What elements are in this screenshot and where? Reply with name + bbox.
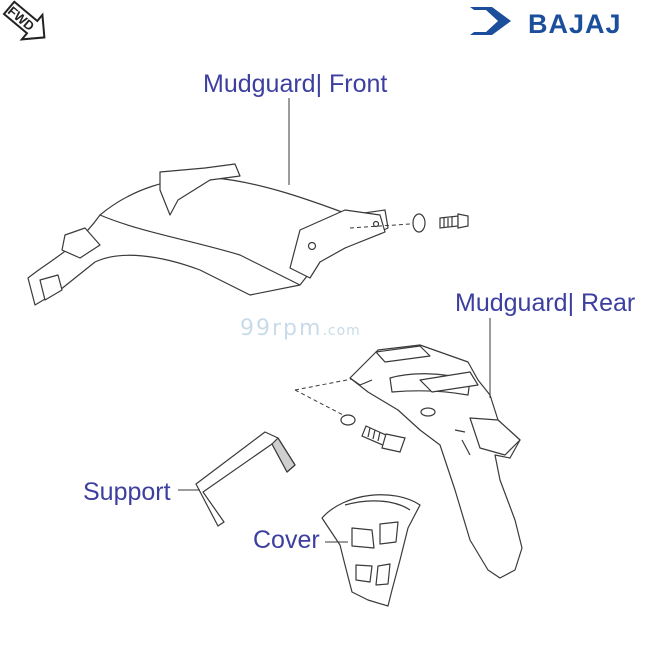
support-part <box>195 431 296 527</box>
brand-name: BAJAJ <box>528 9 622 39</box>
front-fastener-axis <box>349 223 411 229</box>
watermark: 99rpm.com <box>240 316 361 341</box>
forward-arrow-icon: FWD <box>2 0 46 41</box>
cover-label: Cover <box>253 526 320 554</box>
rear-fastener-part <box>340 414 406 453</box>
support-label: Support <box>83 478 171 506</box>
front-fastener-part <box>412 213 469 233</box>
watermark-suffix: .com <box>322 323 361 339</box>
watermark-main: 99rpm <box>240 316 323 341</box>
rear-fastener-axes <box>294 378 353 417</box>
bajaj-logo-icon <box>470 7 511 35</box>
front-mudguard-label: Mudguard| Front <box>203 70 388 98</box>
front-mudguard-part <box>27 163 389 306</box>
cover-part <box>321 494 421 607</box>
rear-mudguard-part <box>349 344 523 579</box>
rear-mudguard-label: Mudguard| Rear <box>455 289 636 317</box>
